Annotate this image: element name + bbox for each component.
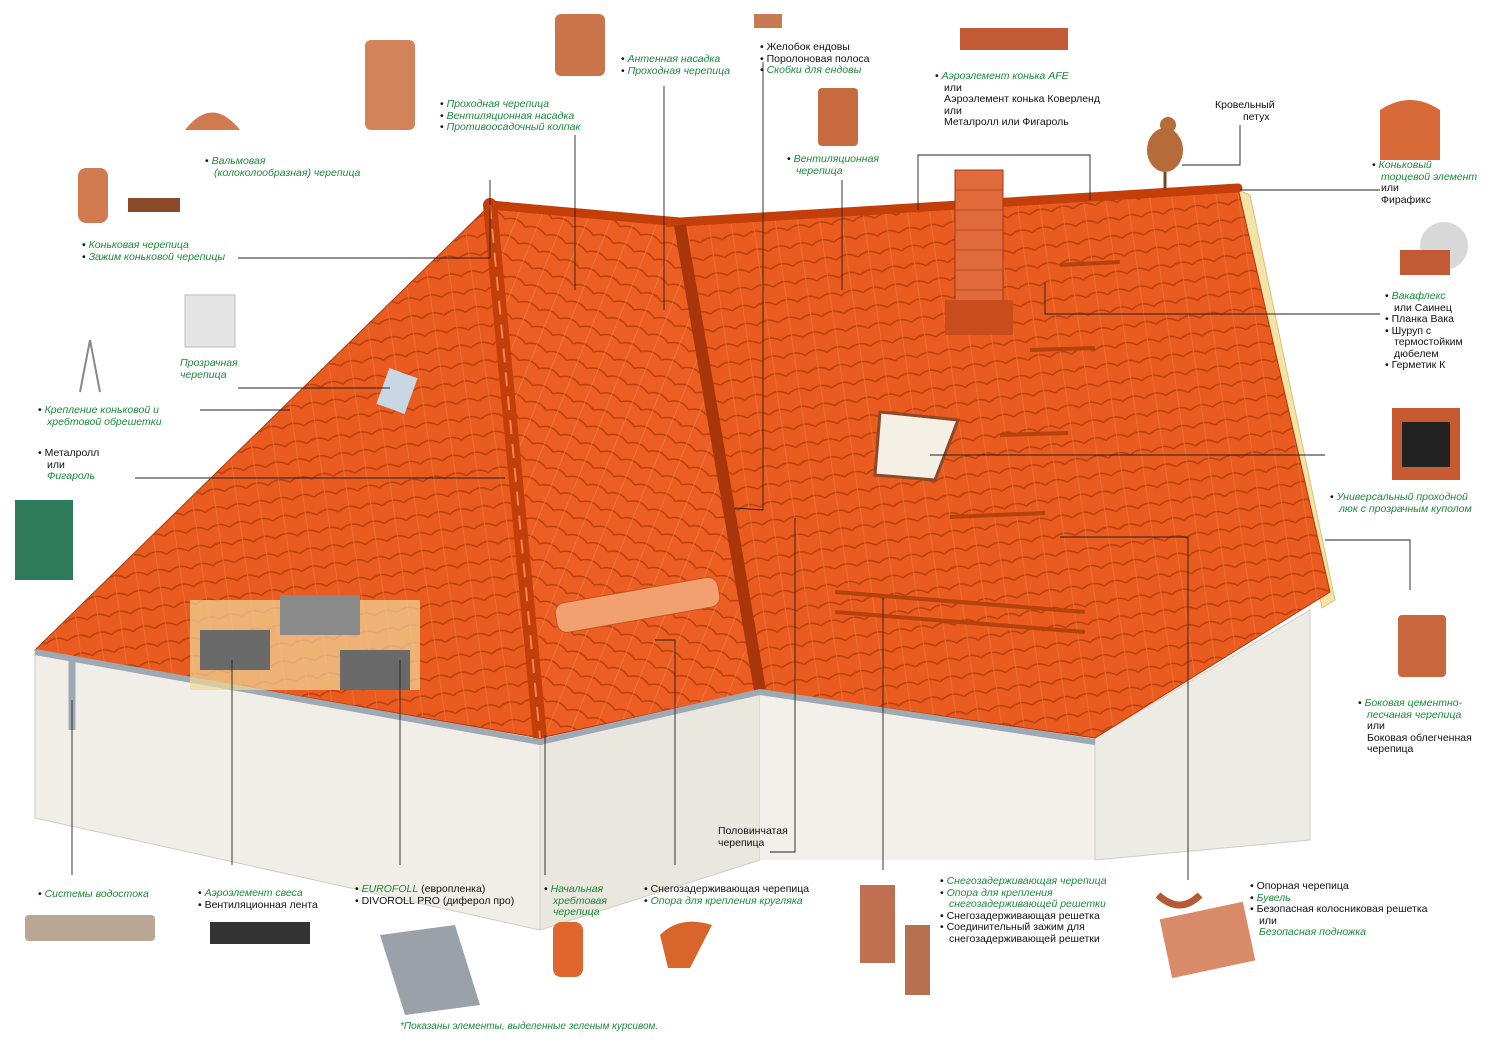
label-afe: Аэроэлемент конька AFE или Аэроэлемент к… <box>935 70 1100 129</box>
transparent-tile <box>376 368 418 414</box>
label-eurofoll: EUROFOLL (европленка) DIVOROLL PRO (дифе… <box>355 883 514 907</box>
product-thumbnails <box>15 14 1468 1015</box>
label-passage: Проходная черепица Вентиляционная насадк… <box>440 98 581 134</box>
label-transparent: Прозрачная черепица <box>180 357 238 381</box>
gutter <box>34 649 1096 746</box>
snow-guards <box>834 260 1121 634</box>
chimney <box>954 169 1004 311</box>
label-ridge-tile: Коньковая черепица Зажим коньковой череп… <box>82 239 226 263</box>
roof-hatch <box>873 410 961 482</box>
label-ridge-end: Коньковый торцевой элемент или Фирафикс <box>1372 159 1478 206</box>
label-metalroll: Металролл или Фигароль <box>38 447 100 483</box>
label-valley: Желобок ендовы Поролоновая полоса Скобки… <box>760 41 870 77</box>
label-wakaflex: Вакафлекс или Саинец Планка Вака Шуруп с… <box>1385 290 1463 372</box>
valley-line <box>674 223 766 692</box>
label-half-tile: Половинчатая черепица <box>718 825 788 849</box>
main-ridge <box>485 183 1243 227</box>
leader-lines <box>71 62 1411 880</box>
lower-wall <box>1094 609 1311 861</box>
label-drainage: Системы водостока <box>38 888 149 901</box>
label-support: Опорная черепица Бувель Безопасная колос… <box>1250 880 1428 939</box>
label-side-tile: Боковая цементно- песчаная черепица или … <box>1358 697 1472 756</box>
label-snow-grid: Снегозадерживающая черепица Опора для кр… <box>940 875 1107 945</box>
label-vent-tile: Вентиляционная черепица <box>787 153 879 177</box>
label-rooster: Кровельный петух <box>1215 99 1275 123</box>
label-antenna: Антенная насадка Проходная черепица <box>621 53 731 77</box>
label-snow-tile: Снегозадерживающая черепица Опора для кр… <box>644 883 810 907</box>
roof-right <box>679 187 1331 739</box>
label-ridge-mount: Крепление коньковой и хребтовой обрешетк… <box>38 404 162 428</box>
label-eave-vent: Аэроэлемент свеса Вентиляционная лента <box>198 887 318 911</box>
label-hip-tile: Вальмовая (колоколообразная) черепица <box>205 155 361 179</box>
rooster <box>1147 117 1183 190</box>
footnote: *Показаны элементы, выделенные зеленым к… <box>400 1021 659 1032</box>
label-hip-start: Начальная хребтовая черепица <box>544 883 607 919</box>
label-hatch: Универсальный проходной люк с прозрачным… <box>1330 491 1472 515</box>
